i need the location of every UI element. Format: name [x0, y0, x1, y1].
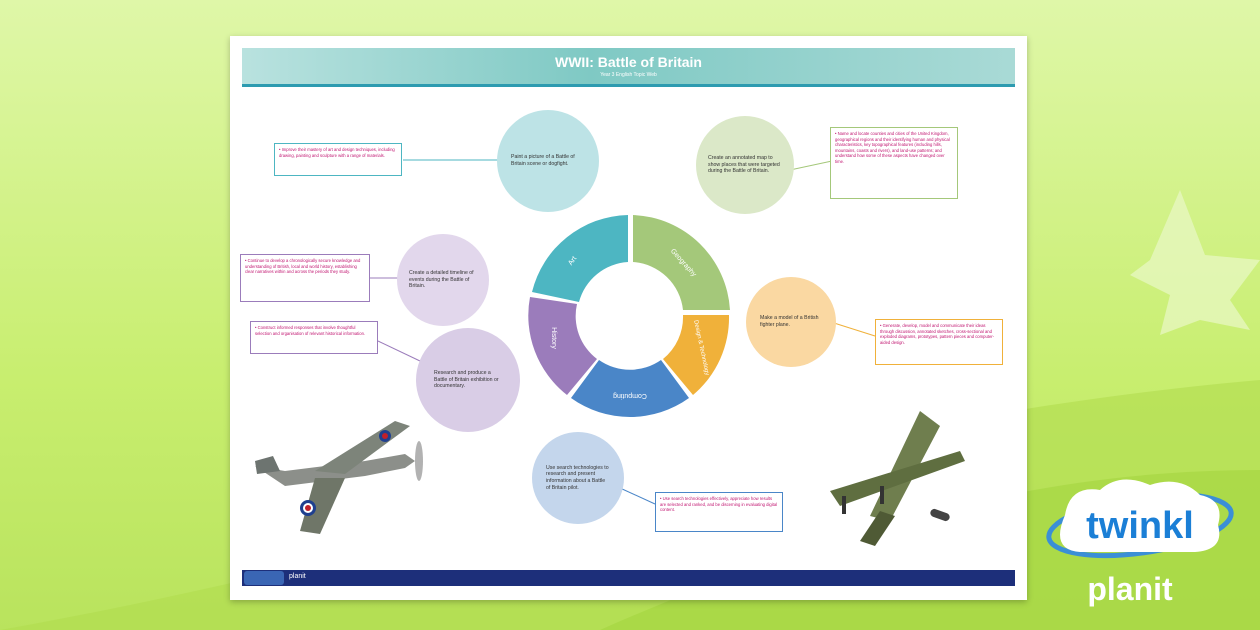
footer-text: planit [289, 573, 306, 580]
objective-art-text: • Improve their mastery of art and desig… [279, 147, 395, 158]
wheel-label-computing: Computing [613, 392, 647, 399]
wheel-segment-dt [663, 315, 730, 395]
activity-circle-geography: Create an annotated map to show places t… [696, 116, 794, 214]
objective-box-dt: • Generate, develop, model and communica… [875, 319, 1003, 365]
activity-art-text: Paint a picture of a Battle of Britain s… [511, 154, 575, 167]
objective-geography-text: • Name and locate counties and cities of… [835, 131, 950, 164]
activity-circle-history-research: Research and produce a Battle of Britain… [416, 328, 520, 432]
activity-dt-text: Make a model of a British fighter plane. [760, 315, 819, 328]
topic-web-document: WWII: Battle of Britain Year 3 English T… [230, 36, 1027, 600]
activity-computing-text: Use search technologies to research and … [546, 464, 609, 491]
objective-box-geography: • Name and locate counties and cities of… [830, 127, 958, 199]
wheel-segment-history [528, 297, 597, 395]
activity-circle-history-timeline: Create a detailed timeline of events dur… [397, 234, 489, 326]
star-icon [1130, 190, 1260, 335]
stuka-plane-image [830, 411, 965, 546]
activity-circle-art: Paint a picture of a Battle of Britain s… [497, 110, 599, 212]
objective-history-research-text: • Construct informed responses that invo… [255, 325, 366, 336]
objective-box-history-timeline: • Continue to develop a chronologically … [240, 254, 370, 302]
planit-brand-name: planit [1087, 571, 1173, 607]
objective-history-timeline-text: • Continue to develop a chronologically … [245, 258, 361, 275]
wheel-label-history: History [550, 327, 557, 349]
wheel-segment-geography [633, 215, 730, 310]
activity-history-research-text: Research and produce a Battle of Britain… [434, 370, 499, 390]
twinkl-brand-name: twinkl [1086, 505, 1194, 547]
twinkl-logo-small-icon [244, 571, 284, 585]
page-title: WWII: Battle of Britain [555, 54, 702, 70]
wheel-label-art: Art [567, 255, 578, 266]
wheel-segment-computing [571, 360, 689, 418]
activity-circle-computing: Use search technologies to research and … [532, 432, 624, 524]
subject-wheel: Art Geography Design & Technology Comput… [528, 215, 730, 418]
objective-box-art: • Improve their mastery of art and desig… [274, 143, 402, 176]
twinkl-planit-logo: twinkl planit [1046, 479, 1234, 607]
objective-computing-text: • Use search technologies effectively, a… [660, 496, 778, 513]
activity-history-timeline-text: Create a detailed timeline of events dur… [409, 270, 474, 290]
objective-dt-text: • Generate, develop, model and communica… [880, 323, 995, 345]
wheel-segment-art [532, 215, 628, 302]
objective-box-computing: • Use search technologies effectively, a… [655, 492, 783, 532]
connector-lines [370, 159, 876, 505]
activity-circle-dt: Make a model of a British fighter plane. [746, 277, 836, 367]
activity-geography-text: Create an annotated map to show places t… [708, 155, 780, 175]
footer-bar: planit [242, 570, 1015, 586]
header-banner: WWII: Battle of Britain Year 3 English T… [242, 48, 1015, 87]
objective-box-history-research: • Construct informed responses that invo… [250, 321, 378, 354]
spitfire-plane-image [255, 421, 423, 534]
page-subtitle: Year 3 English Topic Web [600, 72, 657, 78]
